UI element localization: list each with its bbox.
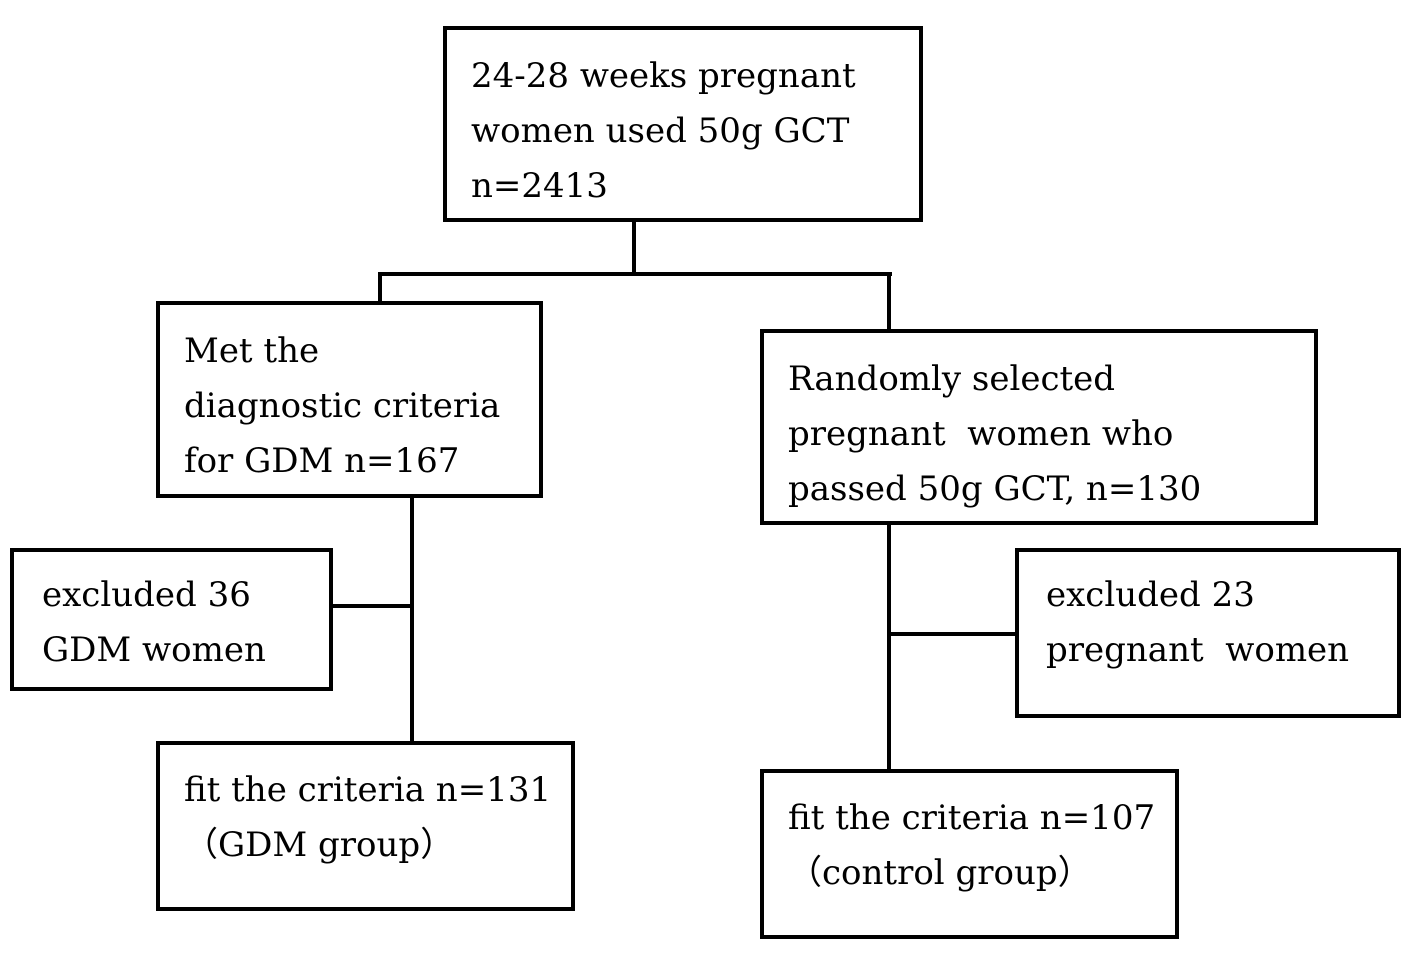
connector-control-excluded: [889, 632, 1018, 636]
box-line: for GDM n=167: [184, 441, 460, 481]
box-line: GDM women: [42, 630, 266, 670]
box-line: fit the criteria n=131: [184, 770, 552, 810]
box-line: Met the: [184, 331, 320, 371]
connector-gdm-vertical: [410, 495, 414, 745]
connector-control-vertical: [887, 522, 891, 772]
box-line: （control group）: [788, 853, 1092, 893]
box-line: Randomly selected: [788, 359, 1116, 399]
box-line: women used 50g GCT: [471, 111, 850, 151]
box-line: （GDM group）: [184, 825, 455, 865]
connector-split-horizontal: [378, 272, 892, 276]
box-line: diagnostic criteria: [184, 386, 501, 426]
box-line: 24-28 weeks pregnant: [471, 56, 856, 96]
box-line: pregnant women who: [788, 414, 1174, 454]
box-line: passed 50g GCT, n=130: [788, 469, 1202, 509]
connector-to-gdm-box: [378, 272, 382, 303]
connector-gdm-excluded: [330, 604, 412, 608]
box-line: pregnant women: [1046, 630, 1350, 670]
box-line: fit the criteria n=107: [788, 798, 1156, 838]
gdm-diagnosed-box: Met the diagnostic criteria for GDM n=16…: [156, 301, 543, 498]
gdm-excluded-box: excluded 36 GDM women: [10, 548, 333, 691]
control-excluded-box: excluded 23 pregnant women: [1015, 548, 1401, 718]
connector-to-random-box: [887, 272, 891, 331]
gdm-group-box: fit the criteria n=131 （GDM group）: [156, 741, 575, 911]
control-group-box: fit the criteria n=107 （control group）: [760, 769, 1179, 939]
connector-top-stem: [632, 220, 636, 274]
screened-women-box: 24-28 weeks pregnant women used 50g GCT …: [443, 26, 923, 222]
box-line: excluded 36: [42, 575, 251, 615]
box-line: excluded 23: [1046, 575, 1255, 615]
box-line: n=2413: [471, 166, 608, 206]
random-selected-box: Randomly selected pregnant women who pas…: [760, 329, 1318, 525]
